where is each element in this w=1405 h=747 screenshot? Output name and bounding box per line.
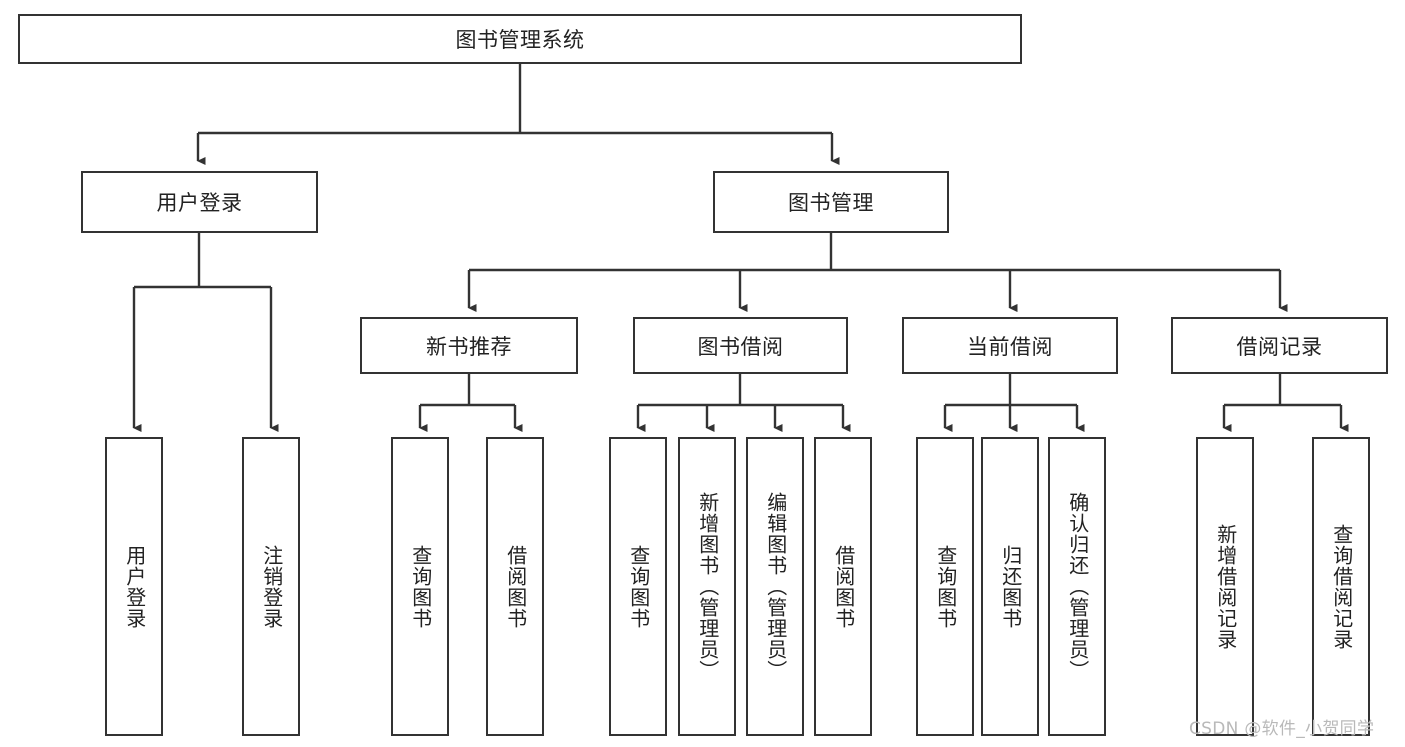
leaf-recommend-query-book[interactable]: 查询图书 bbox=[391, 437, 449, 736]
node-label: 查询图书 bbox=[933, 544, 958, 629]
node-current-borrow[interactable]: 当前借阅 bbox=[902, 317, 1118, 374]
node-label: 新增图书（管理员） bbox=[695, 492, 720, 681]
node-label: 用户登录 bbox=[122, 544, 147, 629]
csdn-watermark: CSDN @软件_小贺同学 bbox=[1189, 719, 1375, 739]
node-book-borrow[interactable]: 图书借阅 bbox=[633, 317, 848, 374]
leaf-current-query-book[interactable]: 查询图书 bbox=[916, 437, 974, 736]
node-label: 借阅图书 bbox=[831, 544, 856, 629]
node-label: 图书管理 bbox=[788, 191, 874, 215]
leaf-recommend-borrow-book[interactable]: 借阅图书 bbox=[486, 437, 544, 736]
node-label: 借阅记录 bbox=[1236, 334, 1323, 359]
leaf-borrow-add-book-admin[interactable]: 新增图书（管理员） bbox=[678, 437, 736, 736]
leaf-borrow-borrow-book[interactable]: 借阅图书 bbox=[814, 437, 872, 736]
leaf-record-query-record[interactable]: 查询借阅记录 bbox=[1312, 437, 1370, 736]
leaf-current-confirm-return-admin[interactable]: 确认归还（管理员） bbox=[1048, 437, 1106, 736]
node-borrow-record[interactable]: 借阅记录 bbox=[1171, 317, 1388, 374]
node-label: 查询图书 bbox=[626, 544, 651, 629]
node-label: 编辑图书（管理员） bbox=[763, 492, 788, 681]
node-label: 确认归还（管理员） bbox=[1065, 492, 1090, 681]
leaf-current-return-book[interactable]: 归还图书 bbox=[981, 437, 1039, 736]
node-label: 新增借阅记录 bbox=[1213, 523, 1238, 650]
node-label: 注销登录 bbox=[259, 544, 284, 629]
leaf-borrow-query-book[interactable]: 查询图书 bbox=[609, 437, 667, 736]
node-label: 当前借阅 bbox=[967, 334, 1053, 359]
node-label: 归还图书 bbox=[998, 544, 1023, 629]
node-root-system[interactable]: 图书管理系统 bbox=[18, 14, 1022, 64]
node-label: 新书推荐 bbox=[426, 334, 512, 359]
node-label: 借阅图书 bbox=[503, 544, 528, 629]
node-book-management[interactable]: 图书管理 bbox=[713, 171, 949, 233]
leaf-user-login-signin[interactable]: 用户登录 bbox=[105, 437, 163, 736]
node-label: 查询借阅记录 bbox=[1329, 523, 1354, 650]
leaf-borrow-edit-book-admin[interactable]: 编辑图书（管理员） bbox=[746, 437, 804, 736]
node-label: 查询图书 bbox=[408, 544, 433, 629]
node-label: 用户登录 bbox=[156, 191, 243, 215]
node-new-book-recommend[interactable]: 新书推荐 bbox=[360, 317, 578, 374]
leaf-user-login-signout[interactable]: 注销登录 bbox=[242, 437, 300, 736]
leaf-record-add-record[interactable]: 新增借阅记录 bbox=[1196, 437, 1254, 736]
node-label: 图书借阅 bbox=[697, 334, 784, 359]
node-label: 图书管理系统 bbox=[455, 28, 585, 52]
node-user-login[interactable]: 用户登录 bbox=[81, 171, 318, 233]
